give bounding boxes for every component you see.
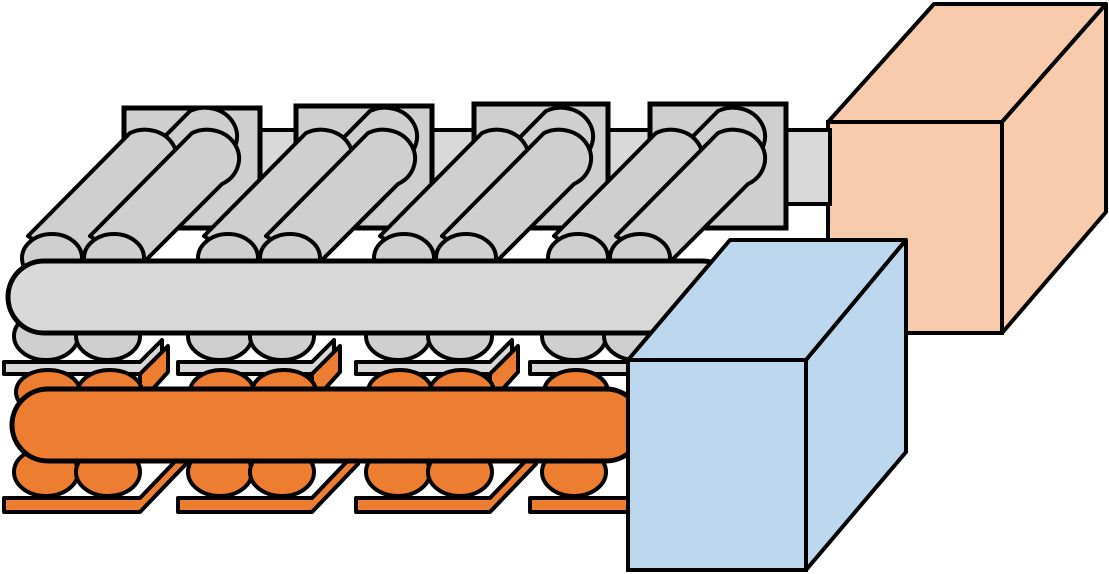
gray-long-bar xyxy=(5,258,741,336)
orange-long-bar xyxy=(9,386,645,464)
orange-plates xyxy=(2,448,712,514)
gray-module-layer xyxy=(20,101,789,284)
back-block xyxy=(826,2,1108,335)
front-block xyxy=(626,238,908,572)
